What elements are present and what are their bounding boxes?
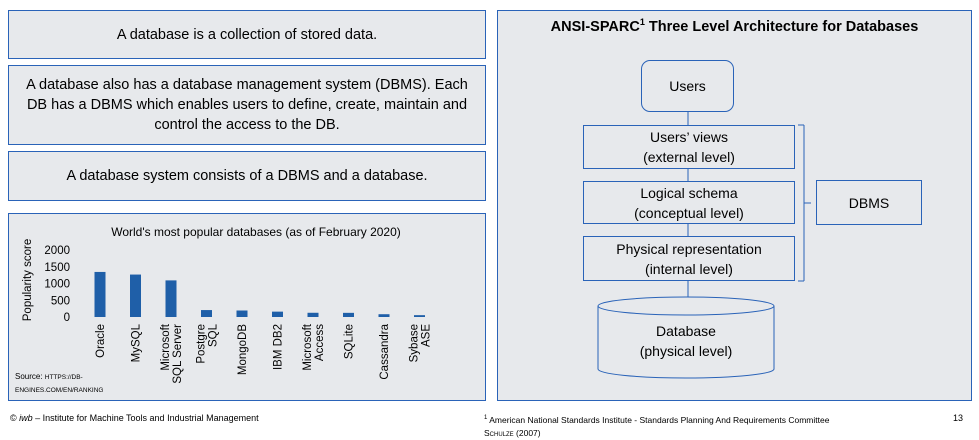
y-tick-label: 2000 — [44, 245, 70, 257]
y-axis-label: Popularity score — [22, 239, 34, 321]
x-tick-label: Sybase — [409, 324, 421, 362]
database-cylinder — [597, 306, 775, 379]
y-tick-label: 1000 — [44, 279, 70, 291]
bar — [307, 312, 319, 317]
y-tick-label: 0 — [64, 312, 70, 324]
bar — [378, 314, 390, 317]
database-label: Database (physical level) — [598, 321, 774, 361]
dbms-box: DBMS — [816, 180, 922, 225]
definition-box-database: A database is a collection of stored dat… — [8, 10, 486, 59]
footnote-text: American National Standards Institute - … — [487, 414, 830, 425]
definition-text: A database system consists of a DBMS and… — [66, 168, 428, 184]
footnote-author: Schulze — [484, 427, 514, 438]
x-tick-label: Cassandra — [379, 323, 391, 379]
x-tick-label: Postgre — [196, 324, 208, 364]
bar — [414, 315, 425, 317]
x-tick-label: ASE — [421, 324, 433, 347]
users-label: Users — [669, 78, 706, 94]
architecture-title: ANSI-SPARC1 Three Level Architecture for… — [498, 17, 971, 35]
chart-source-url: ENGINES.COM/EN/RANKING — [15, 387, 103, 394]
definition-box-database-system: A database system consists of a DBMS and… — [8, 151, 486, 201]
x-tick-label: MySQL — [131, 323, 143, 362]
x-tick-label: SQL Server — [172, 324, 184, 384]
conceptual-level-subtitle: (conceptual level) — [634, 204, 744, 221]
x-tick-label: Oracle — [95, 324, 107, 358]
x-tick-label: Microsoft — [160, 323, 172, 370]
footer-institute: © iwb – Institute for Machine Tools and … — [10, 413, 259, 423]
architecture-connectors — [597, 112, 811, 379]
x-tick-label: Access — [314, 324, 326, 361]
bar — [272, 311, 283, 317]
bar-chart: World's most popular databases (as of Fe… — [15, 225, 433, 394]
conceptual-level-box: Logical schema (conceptual level) — [583, 181, 795, 224]
bar — [130, 274, 141, 317]
definition-box-dbms: A database also has a database managemen… — [8, 65, 486, 145]
architecture-title-rest: Three Level Architecture for Databases — [644, 18, 919, 35]
internal-level-box: Physical representation (internal level) — [583, 236, 795, 281]
footer-institute-name: – Institute for Machine Tools and Indust… — [32, 413, 259, 423]
database-title: Database — [656, 323, 716, 339]
bar — [94, 271, 106, 317]
internal-level-subtitle: (internal level) — [645, 260, 733, 277]
page-number: 13 — [953, 413, 964, 423]
bar — [236, 310, 248, 317]
definition-text: A database is a collection of stored dat… — [116, 26, 378, 43]
footnote-number: 1 — [484, 415, 488, 421]
bar — [165, 280, 177, 317]
users-box: Users — [641, 60, 734, 112]
popular-databases-chart: World's most popular databases (as of Fe… — [8, 213, 486, 401]
external-level-box: Users’ views (external level) — [583, 125, 795, 169]
chart-source: Source: HTTPS://DB- — [15, 372, 83, 381]
x-tick-label: IBM DB2 — [273, 324, 285, 370]
bar — [201, 310, 212, 317]
copyright-symbol: © — [10, 413, 20, 423]
conceptual-level-title: Logical schema — [640, 184, 738, 201]
external-level-title: Users’ views — [649, 129, 729, 145]
architecture-panel: ANSI-SPARC1 Three Level Architecture for… — [497, 10, 972, 401]
y-tick-label: 500 — [51, 295, 70, 307]
database-subtitle: (physical level) — [639, 343, 733, 359]
external-level-subtitle: (external level) — [643, 149, 735, 165]
footnote: 1 American National Standards Institute … — [484, 412, 829, 440]
footnote-marker: 1 — [639, 17, 645, 27]
chart-title: World's most popular databases (as of Fe… — [111, 225, 401, 239]
x-tick-label: Microsoft — [302, 323, 314, 370]
y-tick-label: 1500 — [44, 262, 70, 274]
architecture-title-main: ANSI-SPARC — [550, 18, 640, 35]
footnote-year: (2007) — [513, 427, 541, 438]
x-tick-label: MongoDB — [237, 324, 249, 375]
footer-brand: iwb — [19, 413, 33, 423]
dbms-label: DBMS — [848, 194, 890, 211]
x-tick-label: SQLite — [344, 324, 356, 359]
internal-level-title: Physical representation — [616, 240, 762, 257]
definition-text: A database also has a database managemen… — [26, 77, 468, 133]
x-tick-label: SQL — [208, 323, 220, 347]
bar — [343, 312, 354, 317]
